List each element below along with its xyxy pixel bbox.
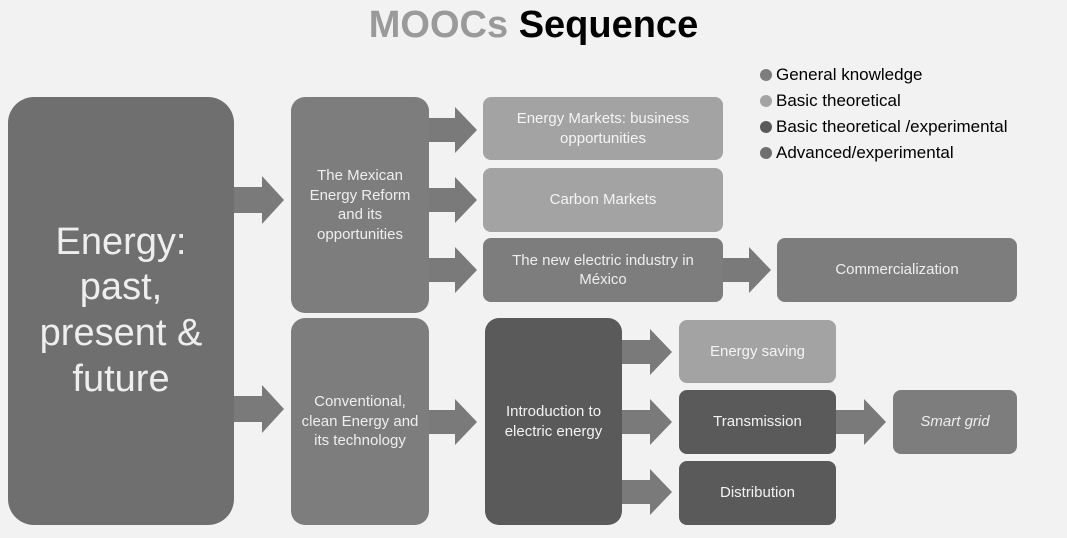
title-moocs: MOOCs (368, 4, 509, 46)
arrow-conventional-to-intro-electric (429, 399, 477, 445)
node-energy-markets-label: Energy Markets: business opportunities (516, 110, 690, 147)
diagram-title: MOOCs Sequence (0, 0, 1067, 50)
arrow-electric-industry-to-commercialization (723, 247, 771, 293)
node-distribution: Distribution (679, 461, 836, 525)
node-introduction-to-electric-energy: Introduction to electric energy (485, 318, 622, 525)
node-intro-electric-label: Introduction to electric energy (504, 403, 603, 440)
arrow-reform-to-energy-markets (429, 107, 477, 153)
node-carbon-markets: Carbon Markets (483, 168, 723, 232)
legend-item-general-knowledge: General knowledge (758, 62, 1063, 88)
legend-item-basic-theoretical: Basic theoretical (758, 88, 1063, 114)
node-smart-grid: Smart grid (893, 390, 1017, 454)
title-sequence: Sequence (518, 4, 699, 46)
legend-dot-basic-experimental (760, 121, 772, 133)
node-energy-markets: Energy Markets: business opportunities (483, 97, 723, 160)
arrow-energy-to-reform (234, 176, 284, 224)
node-smart-grid-label: Smart grid (920, 413, 990, 431)
node-mexican-energy-reform: The Mexican Energy Reform and its opport… (291, 97, 429, 313)
legend-label-basic: Basic theoretical (776, 91, 901, 110)
legend-dot-general (760, 69, 772, 81)
legend-label-general: General knowledge (776, 65, 923, 84)
legend: General knowledge Basic theoretical Basi… (758, 62, 1063, 166)
arrow-intro-to-transmission (622, 399, 672, 445)
legend-label-basic-experimental: Basic theoretical /experimental (776, 117, 1008, 136)
arrow-transmission-to-smart-grid (836, 399, 886, 445)
legend-label-advanced: Advanced/experimental (776, 143, 954, 162)
node-conventional-label: Conventional, clean Energy and its techn… (301, 393, 419, 450)
node-energy-past-present-future: Energy: past, present & future (8, 97, 234, 525)
node-energy-saving: Energy saving (679, 320, 836, 383)
arrow-intro-to-energy-saving (622, 329, 672, 375)
legend-item-advanced-experimental: Advanced/experimental (758, 140, 1063, 166)
node-reform-label: The Mexican Energy Reform and its opport… (309, 167, 411, 243)
arrow-reform-to-electric-industry (429, 247, 477, 293)
node-transmission: Transmission (679, 390, 836, 454)
arrow-intro-to-distribution (622, 469, 672, 515)
node-new-electric-industry: The new electric industry in México (483, 238, 723, 302)
node-electric-industry-label: The new electric industry in México (512, 251, 694, 289)
arrow-reform-to-carbon-markets (429, 177, 477, 223)
legend-dot-basic (760, 95, 772, 107)
node-distribution-label: Distribution (719, 484, 796, 502)
legend-dot-advanced (760, 147, 772, 159)
node-commercialization: Commercialization (777, 238, 1017, 302)
node-energy-saving-label: Energy saving (709, 342, 806, 360)
arrow-energy-to-conventional (234, 385, 284, 433)
node-carbon-markets-label: Carbon Markets (549, 191, 657, 209)
node-commercialization-label: Commercialization (835, 261, 959, 279)
legend-item-basic-theoretical-experimental: Basic theoretical /experimental (758, 114, 1063, 140)
node-energy-label: Energy: past, present & future (39, 220, 203, 400)
node-conventional-clean-energy: Conventional, clean Energy and its techn… (291, 318, 429, 525)
node-transmission-label: Transmission (713, 413, 802, 431)
